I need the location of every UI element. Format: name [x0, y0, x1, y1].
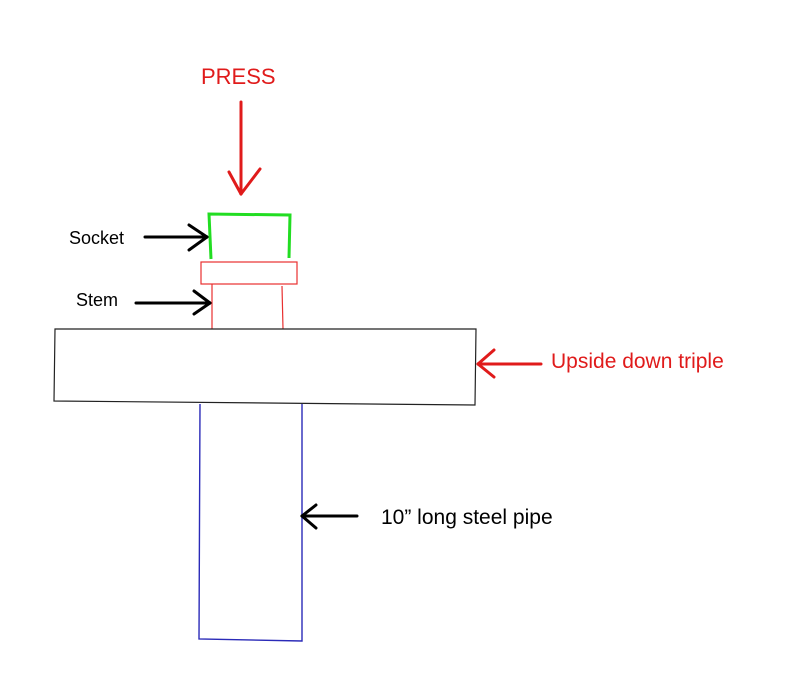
triple-label: Upside down triple: [551, 350, 724, 373]
pipe-label: 10” long steel pipe: [381, 506, 553, 529]
stem-shaft-right: [281, 285, 284, 330]
press-arrow: [227, 100, 262, 196]
stem-label: Stem: [76, 290, 119, 310]
steel-pipe-shape: [198, 403, 303, 642]
pipe-arrow: [300, 503, 359, 530]
socket-label: Socket: [69, 228, 125, 248]
stem-arrow: [134, 289, 212, 316]
triple-clamp-shape: [53, 328, 477, 406]
socket-shape: [207, 212, 292, 260]
triple-arrow: [476, 348, 543, 379]
press-label: PRESS: [201, 64, 276, 89]
socket-arrow: [143, 223, 209, 252]
stem-flange: [200, 261, 298, 285]
